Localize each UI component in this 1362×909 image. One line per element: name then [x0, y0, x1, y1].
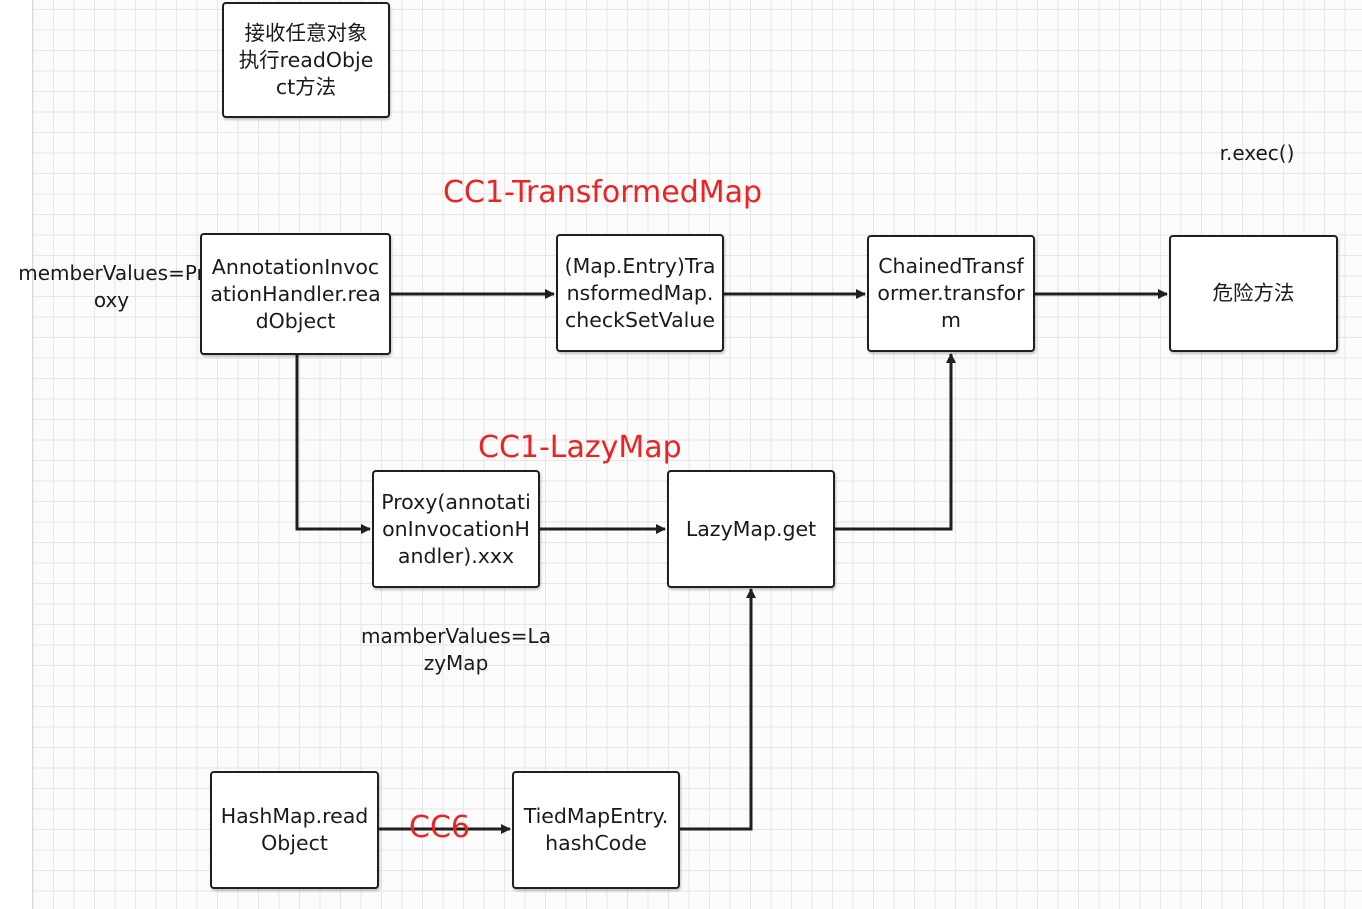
edge-annotation-to-proxy	[295, 355, 371, 534]
node-map-entry-checksetvalue-text: (Map.Entry)TransformedMap.checkSetValue	[564, 253, 716, 332]
node-hashmap-readobject[interactable]: HashMap.readObject	[210, 771, 379, 889]
node-map-entry-checksetvalue[interactable]: (Map.Entry)TransformedMap.checkSetValue	[556, 234, 724, 352]
chain-label-cc1-transformedmap: CC1-TransformedMap	[443, 175, 763, 210]
node-tiedmapentry-hashcode-text: TiedMapEntry.hashCode	[523, 804, 669, 855]
label-member-values-proxy: memberValues=Proxy	[18, 261, 205, 312]
edge-tiedmapentry-to-lazymap	[680, 588, 756, 831]
canvas-left-edge	[0, 0, 33, 909]
node-annotation-invocation-handler-text: AnnotationInvocationHandler.readObject	[210, 254, 381, 333]
node-lazymap-get[interactable]: LazyMap.get	[667, 470, 835, 588]
node-chained-transformer[interactable]: ChainedTransformer.transform	[867, 235, 1035, 352]
node-dangerous-method[interactable]: 危险方法	[1169, 235, 1338, 352]
node-lazymap-get-text: LazyMap.get	[685, 516, 817, 541]
node-dangerous-method-text: 危险方法	[1212, 281, 1295, 305]
edge-lazymap-to-chained	[835, 353, 956, 531]
label-r-exec: r.exec()	[1219, 141, 1295, 165]
node-entry-point[interactable]: 接收任意对象执行readObject方法	[222, 2, 390, 118]
chain-label-cc1-lazymap: CC1-LazyMap	[478, 430, 682, 465]
node-chained-transformer-text: ChainedTransformer.transform	[877, 254, 1025, 332]
chain-label-cc6: CC6	[409, 810, 470, 845]
node-proxy[interactable]: Proxy(annotationInvocationHandler).xxx	[372, 470, 540, 588]
node-hashmap-readobject-text: HashMap.readObject	[220, 804, 369, 855]
node-proxy-text: Proxy(annotationInvocationHandler).xxx	[381, 489, 531, 568]
label-member-values-lazymap: mamberValues=LazyMap	[361, 624, 551, 675]
node-annotation-invocation-handler[interactable]: AnnotationInvocationHandler.readObject	[200, 233, 391, 355]
node-entry-point-text: 接收任意对象执行readObject方法	[238, 20, 374, 99]
node-tiedmapentry-hashcode[interactable]: TiedMapEntry.hashCode	[512, 771, 680, 889]
